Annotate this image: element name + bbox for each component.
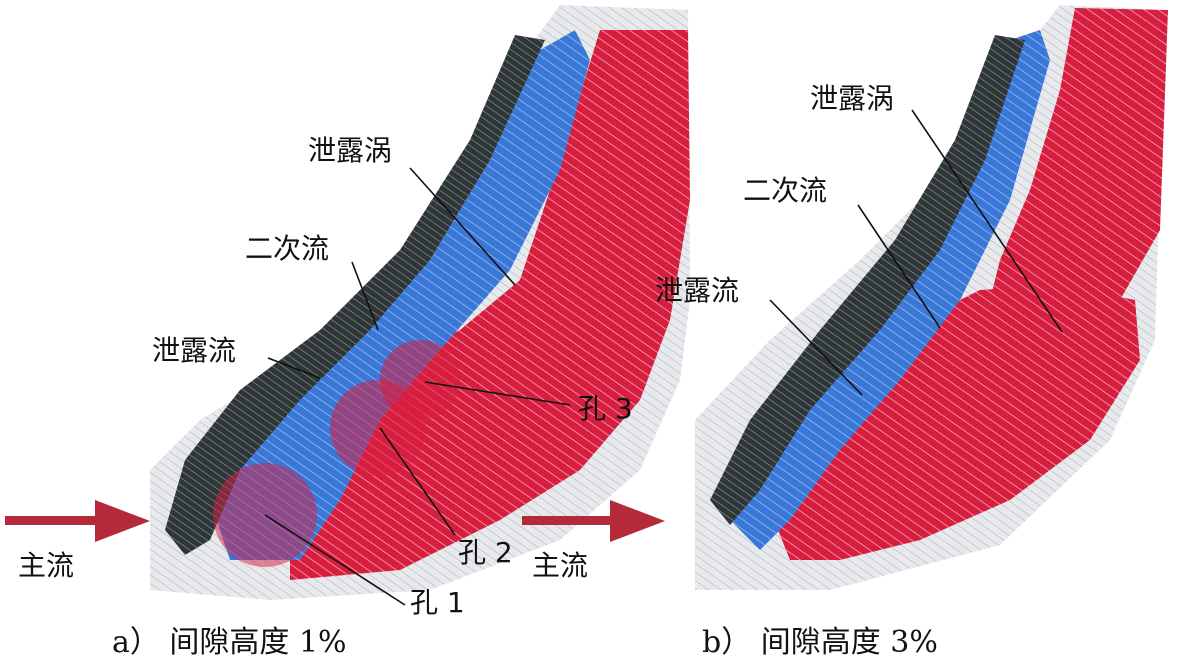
leader-leak-vortex-a <box>409 167 516 286</box>
caption-b: b） 间隙高度 3% <box>702 625 938 660</box>
label-leak-vortex-b: 泄露涡 <box>810 82 894 115</box>
label-hole1: 孔 1 <box>410 586 465 619</box>
leader-leak-flow-b <box>769 299 863 396</box>
label-leak-flow-b: 泄露流 <box>655 274 739 307</box>
blade-surface-a <box>165 35 545 555</box>
blade-surface-b <box>710 35 1025 525</box>
label-main-flow-a: 主流 <box>18 549 74 582</box>
leader-leak-vortex-b <box>911 109 1063 333</box>
leader-hole1 <box>264 514 406 606</box>
caption-a: a） 间隙高度 1% <box>112 625 347 660</box>
panel-a: 泄露涡 二次流 泄露流 孔 3 孔 2 孔 1 主流 a） 间隙高度 1% <box>5 5 690 660</box>
leader-hole3 <box>424 381 571 406</box>
label-main-flow-b: 主流 <box>532 549 588 582</box>
panel-b: 泄露涡 二次流 泄露流 主流 b） 间隙高度 3% <box>522 5 1168 660</box>
main-flow-arrow-a <box>5 500 150 542</box>
leader-leak-flow-a <box>267 357 321 379</box>
leader-hole2 <box>379 427 456 536</box>
red-streamlines-b <box>990 8 1168 330</box>
leader-secondary-flow-a <box>351 261 379 331</box>
hole2-vortex <box>330 380 426 476</box>
label-leak-vortex-a: 泄露涡 <box>308 134 392 167</box>
red-mixing-region-b <box>770 285 1140 560</box>
label-secondary-flow-a: 二次流 <box>245 232 329 265</box>
main-flow-arrow-b <box>522 500 665 542</box>
leader-secondary-flow-b <box>857 204 941 329</box>
label-leak-flow-a: 泄露流 <box>152 334 236 367</box>
label-hole2: 孔 2 <box>458 536 513 569</box>
label-secondary-flow-b: 二次流 <box>743 174 827 207</box>
label-hole3: 孔 3 <box>578 392 633 425</box>
